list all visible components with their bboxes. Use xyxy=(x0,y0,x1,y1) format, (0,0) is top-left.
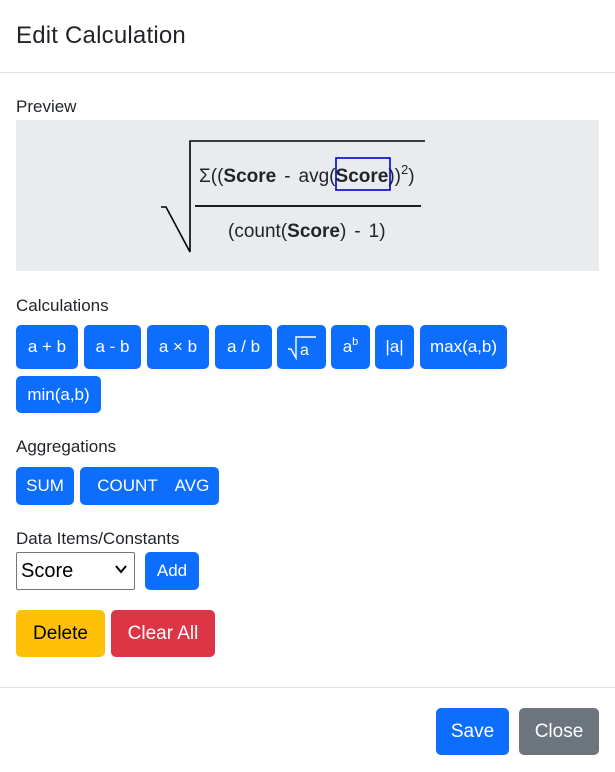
avg-button[interactable]: AVG xyxy=(165,467,219,505)
formula-denominator: (count(Score)-1) xyxy=(228,221,386,242)
divide-button[interactable]: a / b xyxy=(215,325,272,369)
sqrt-arg: a xyxy=(300,342,309,359)
formula-preview: Σ((Score-avg(Score))2) (count(Score)-1) xyxy=(16,120,599,271)
data-items-label: Data Items/Constants xyxy=(16,529,180,548)
delete-button[interactable]: Delete xyxy=(16,610,105,657)
power-base: a xyxy=(342,337,353,356)
formula-item-score[interactable]: Score xyxy=(223,166,276,187)
calculations-label: Calculations xyxy=(16,296,109,315)
selection-highlight xyxy=(335,157,391,191)
modal-header: Edit Calculation xyxy=(0,0,615,73)
sigma-open: Σ(( xyxy=(199,166,224,187)
close-button[interactable]: Close xyxy=(519,708,599,755)
max-button[interactable]: max(a,b) xyxy=(420,325,507,369)
sqrt-button[interactable]: a xyxy=(277,325,326,369)
save-button[interactable]: Save xyxy=(436,708,509,755)
abs-button[interactable]: |a| xyxy=(375,325,414,369)
close-parens: )) xyxy=(388,166,401,187)
data-item-select[interactable]: Score xyxy=(16,552,135,590)
modal-title: Edit Calculation xyxy=(16,22,186,49)
formula-render: Σ((Score-avg(Score))2) (count(Score)-1) xyxy=(161,140,425,253)
sqrt-icon: a xyxy=(287,336,316,360)
radical-sign xyxy=(161,140,425,253)
count-button[interactable]: COUNT xyxy=(80,467,175,505)
formula-item-score-selected[interactable]: Score xyxy=(336,166,389,187)
add-data-item-button[interactable]: Add xyxy=(145,552,199,590)
subtract-button[interactable]: a - b xyxy=(84,325,141,369)
close-paren-1: ) xyxy=(340,221,346,242)
clear-all-button[interactable]: Clear All xyxy=(111,610,215,657)
modal-footer: Save Close xyxy=(0,687,615,772)
add-button[interactable]: a + b xyxy=(16,325,78,369)
data-item-select-value: Score xyxy=(21,559,74,582)
sum-button[interactable]: SUM xyxy=(16,467,74,505)
minus-operator: - xyxy=(284,166,290,187)
power-exp: b xyxy=(352,336,359,348)
aggregations-label: Aggregations xyxy=(16,437,117,456)
close-paren-2: ) xyxy=(379,221,385,242)
preview-label: Preview xyxy=(16,97,77,116)
constant-one: 1 xyxy=(369,221,380,242)
min-button[interactable]: min(a,b) xyxy=(16,376,101,413)
exponent: 2 xyxy=(401,162,408,177)
close-paren: ) xyxy=(408,166,414,187)
count-open: (count( xyxy=(228,221,288,242)
multiply-button[interactable]: a × b xyxy=(147,325,209,369)
chevron-down-icon xyxy=(115,565,127,574)
formula-numerator: Σ((Score-avg(Score))2) xyxy=(199,162,415,187)
minus-operator-2: - xyxy=(354,221,360,242)
formula-item-score-denominator[interactable]: Score xyxy=(287,221,340,242)
avg-open: avg( xyxy=(299,166,337,187)
